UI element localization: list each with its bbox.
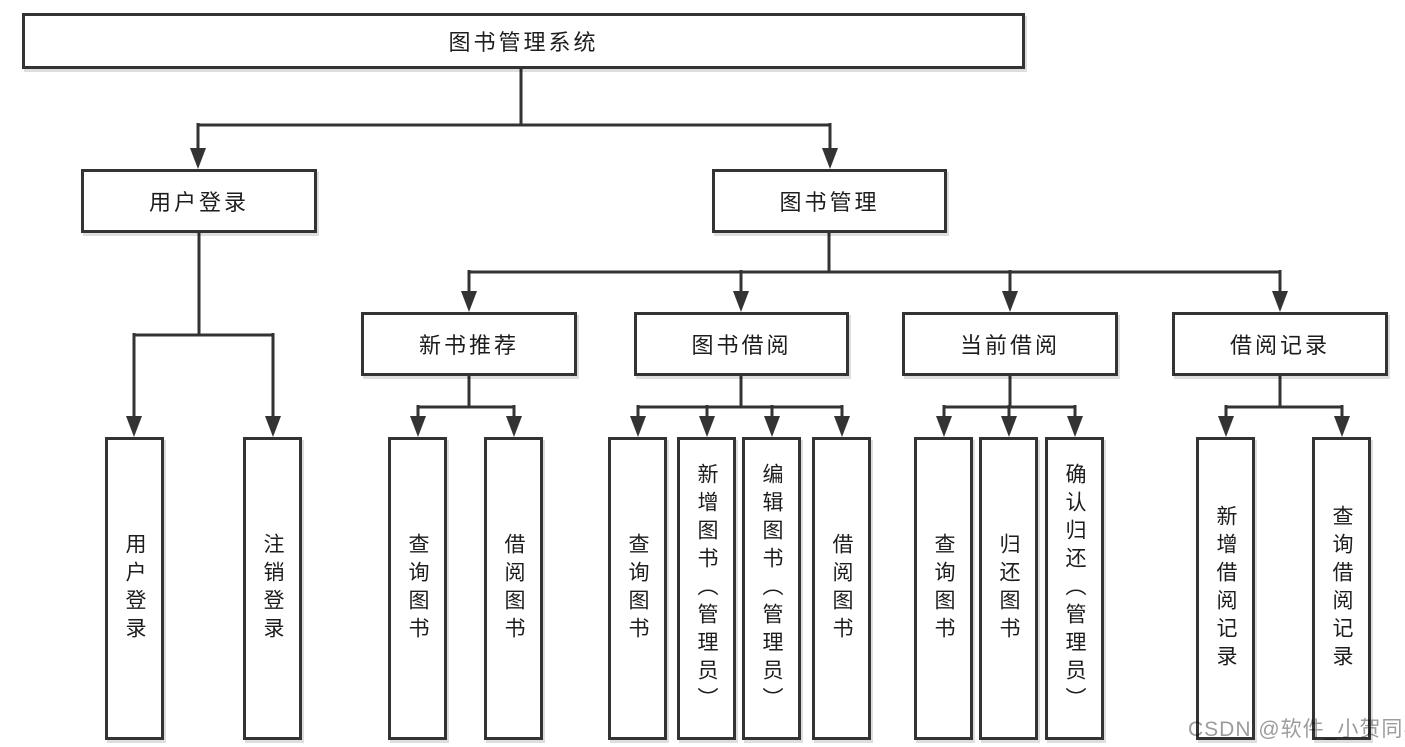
node-user-login: 用户登录 bbox=[81, 169, 317, 233]
leaf-query-books-current: 查询图书 bbox=[914, 437, 973, 740]
leaf-borrow-books-recommend: 借阅图书 bbox=[484, 437, 543, 740]
leaf-confirm-return-admin: 确认归还（管理员） bbox=[1045, 437, 1104, 740]
leaf-return-books: 归还图书 bbox=[979, 437, 1038, 740]
node-library-management-system: 图书管理系统 bbox=[22, 13, 1025, 69]
leaf-logout: 注销登录 bbox=[243, 437, 302, 740]
leaf-label: 借阅图书 bbox=[830, 532, 853, 645]
leaf-label: 查询借阅记录 bbox=[1330, 504, 1353, 673]
leaf-label: 新增图书（管理员） bbox=[695, 462, 718, 715]
node-book-management: 图书管理 bbox=[712, 169, 947, 233]
leaf-label: 新增借阅记录 bbox=[1214, 504, 1237, 673]
leaf-label: 查询图书 bbox=[626, 532, 649, 645]
leaf-edit-book-admin: 编辑图书（管理员） bbox=[742, 437, 801, 740]
connector-book-management-children bbox=[461, 233, 1288, 312]
leaf-borrow-books: 借阅图书 bbox=[812, 437, 871, 740]
watermark: CSDN @软件_小贺同学 bbox=[1188, 718, 1405, 741]
leaf-label: 查询图书 bbox=[932, 532, 955, 645]
connector-book-borrow-children bbox=[630, 376, 850, 437]
leaf-label: 归还图书 bbox=[997, 532, 1020, 645]
leaf-label: 编辑图书（管理员） bbox=[760, 462, 783, 715]
leaf-query-books-recommend: 查询图书 bbox=[388, 437, 447, 740]
connector-user-login-children bbox=[126, 233, 281, 437]
leaf-add-borrow-record: 新增借阅记录 bbox=[1196, 437, 1255, 740]
connector-root-to-level2 bbox=[190, 68, 838, 169]
leaf-label: 用户登录 bbox=[123, 532, 146, 645]
node-new-book-recommend: 新书推荐 bbox=[361, 312, 577, 376]
leaf-label: 确认归还（管理员） bbox=[1063, 462, 1086, 715]
leaf-add-book-admin: 新增图书（管理员） bbox=[677, 437, 736, 740]
leaf-label: 注销登录 bbox=[261, 532, 284, 645]
leaf-user-login: 用户登录 bbox=[105, 437, 164, 740]
node-borrow-records: 借阅记录 bbox=[1172, 312, 1388, 376]
leaf-query-books-borrow: 查询图书 bbox=[608, 437, 667, 740]
leaf-label: 借阅图书 bbox=[502, 532, 525, 645]
connector-current-borrow-children bbox=[936, 376, 1083, 437]
leaf-label: 查询图书 bbox=[406, 532, 429, 645]
leaf-query-borrow-record: 查询借阅记录 bbox=[1312, 437, 1371, 740]
connector-borrow-records-children bbox=[1218, 376, 1350, 437]
node-current-borrow: 当前借阅 bbox=[902, 312, 1118, 376]
connector-new-book-recommend-children bbox=[410, 376, 522, 437]
node-book-borrow: 图书借阅 bbox=[634, 312, 849, 376]
